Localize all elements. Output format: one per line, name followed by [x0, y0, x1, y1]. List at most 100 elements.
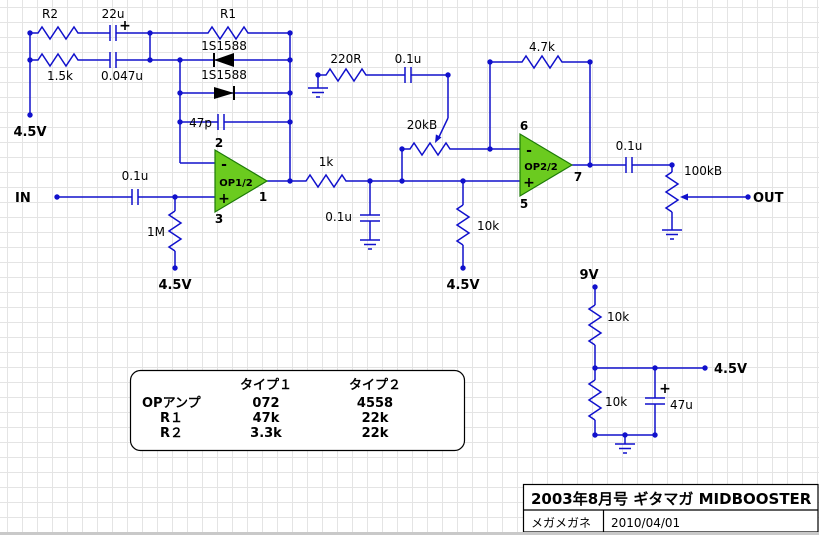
junction-dot: [315, 72, 321, 78]
label-100kb: 100kB: [684, 164, 722, 178]
junction-dot: [147, 30, 153, 36]
resistor-10k-mid: [455, 204, 471, 246]
label-45v-mid: 4.5V: [446, 278, 479, 293]
resistor-1p5k: [30, 52, 86, 68]
opamp-op2-body: [519, 132, 574, 198]
polarity-plus-22u: +: [119, 18, 131, 34]
label-1k: 1k: [319, 155, 334, 169]
junction-dot: [592, 365, 598, 371]
capacitor-gnd-01u-plates: [360, 214, 380, 222]
junction-dot: [399, 178, 405, 184]
terminal-dot-out: [745, 194, 751, 200]
junction-dot: [287, 57, 293, 63]
wiper-arrow-20kb: [435, 134, 442, 143]
resistor-4p7k: [514, 54, 570, 70]
table-cell: 3.3k: [250, 426, 282, 441]
label-r1: R1: [220, 7, 236, 21]
resistor-10k-upper: [587, 304, 603, 346]
table-cell: 4558: [357, 396, 393, 411]
terminal-dot-45v: [702, 365, 708, 371]
op1-pin-3: 3: [215, 212, 223, 226]
op2-pin-6: 6: [520, 119, 528, 133]
junction-dot: [287, 119, 293, 125]
junction-dot: [27, 57, 33, 63]
schematic-author: メガメガネ: [531, 516, 591, 530]
ground-symbol-power: [615, 443, 635, 454]
label-1m: 1M: [147, 225, 165, 239]
op1-name: OP1/2: [219, 178, 252, 189]
op2-minus-sign: -: [526, 143, 532, 159]
junction-dot: [487, 146, 493, 152]
label-1p5k: 1.5k: [47, 69, 73, 83]
label-diode-upper: 1S1588: [201, 39, 247, 53]
junction-dot: [587, 162, 593, 168]
label-4p7k: 4.7k: [529, 40, 555, 54]
resistor-10k-lower: [587, 379, 603, 421]
canvas-edge: [0, 532, 819, 535]
label-10k-mid: 10k: [477, 219, 499, 233]
table-col2-header: タイプ２: [349, 378, 401, 393]
op1-plus-sign: +: [218, 191, 230, 207]
resistor-r2: [30, 25, 86, 41]
capacitor-0047u-plates: [109, 52, 117, 68]
junction-dot: [460, 178, 466, 184]
op2-name: OP2/2: [524, 162, 557, 173]
junction-dots: [27, 30, 751, 438]
label-in: IN: [15, 191, 31, 206]
junction-dot: [652, 365, 658, 371]
junction-dot: [287, 30, 293, 36]
junction-dot: [287, 90, 293, 96]
schematic-date: 2010/04/01: [611, 516, 680, 530]
table-row-label: R２: [160, 426, 183, 441]
table-col1-header: タイプ１: [240, 378, 292, 393]
junction-dot: [177, 119, 183, 125]
label-20kb: 20kB: [407, 118, 437, 132]
junction-dot: [367, 178, 373, 184]
capacitor-out-01u-plates: [625, 157, 633, 173]
op2-pin-5: 5: [520, 197, 528, 211]
label-0047u: 0.047u: [101, 69, 143, 83]
wiper-arrow-100kb: [680, 193, 688, 201]
junction-dot: [177, 90, 183, 96]
diodes: [214, 53, 234, 99]
potentiometer-20kb-body: [402, 141, 458, 157]
junction-dot: [587, 59, 593, 65]
table-row-label: OPアンプ: [142, 396, 202, 411]
capacitor-mid-01u-plates: [404, 67, 412, 83]
resistor-r1: [200, 25, 256, 41]
op1-pin-1: 1: [259, 190, 267, 204]
ground-symbol-220r: [308, 87, 328, 98]
resistor-220r: [318, 67, 374, 83]
junction-dot: [27, 112, 33, 118]
op2-plus-sign: +: [523, 175, 535, 191]
title-block-box: [522, 483, 819, 533]
op1-minus-sign: -: [221, 157, 227, 173]
label-47u: 47u: [670, 398, 693, 412]
resistor-1m: [167, 210, 183, 252]
junction-dot: [652, 432, 658, 438]
diode-1s1588-lower: [214, 87, 234, 99]
label-45v-left: 4.5V: [13, 125, 46, 140]
op2-pin-7: 7: [574, 170, 582, 184]
diode-1s1588-upper: [214, 53, 234, 67]
terminal-dot: [172, 265, 178, 271]
table-cell: 072: [252, 396, 279, 411]
table-cell: 22k: [362, 411, 389, 426]
terminal-dot-in: [54, 194, 60, 200]
label-45v-power: 4.5V: [714, 362, 747, 377]
junction-dot: [669, 162, 675, 168]
op1-pin-2: 2: [215, 136, 223, 150]
label-220r: 220R: [330, 52, 361, 66]
label-out: OUT: [753, 191, 784, 206]
junction-dot: [287, 178, 293, 184]
wire-layer: [29, 25, 748, 454]
junction-dot: [399, 146, 405, 152]
table-cell: 47k: [253, 411, 280, 426]
junction-dot: [445, 72, 451, 78]
label-diode-lower: 1S1588: [201, 68, 247, 82]
label-9v: 9V: [579, 268, 598, 283]
polarity-plus-47u: +: [659, 381, 671, 397]
label-out-01u: 0.1u: [616, 139, 643, 153]
